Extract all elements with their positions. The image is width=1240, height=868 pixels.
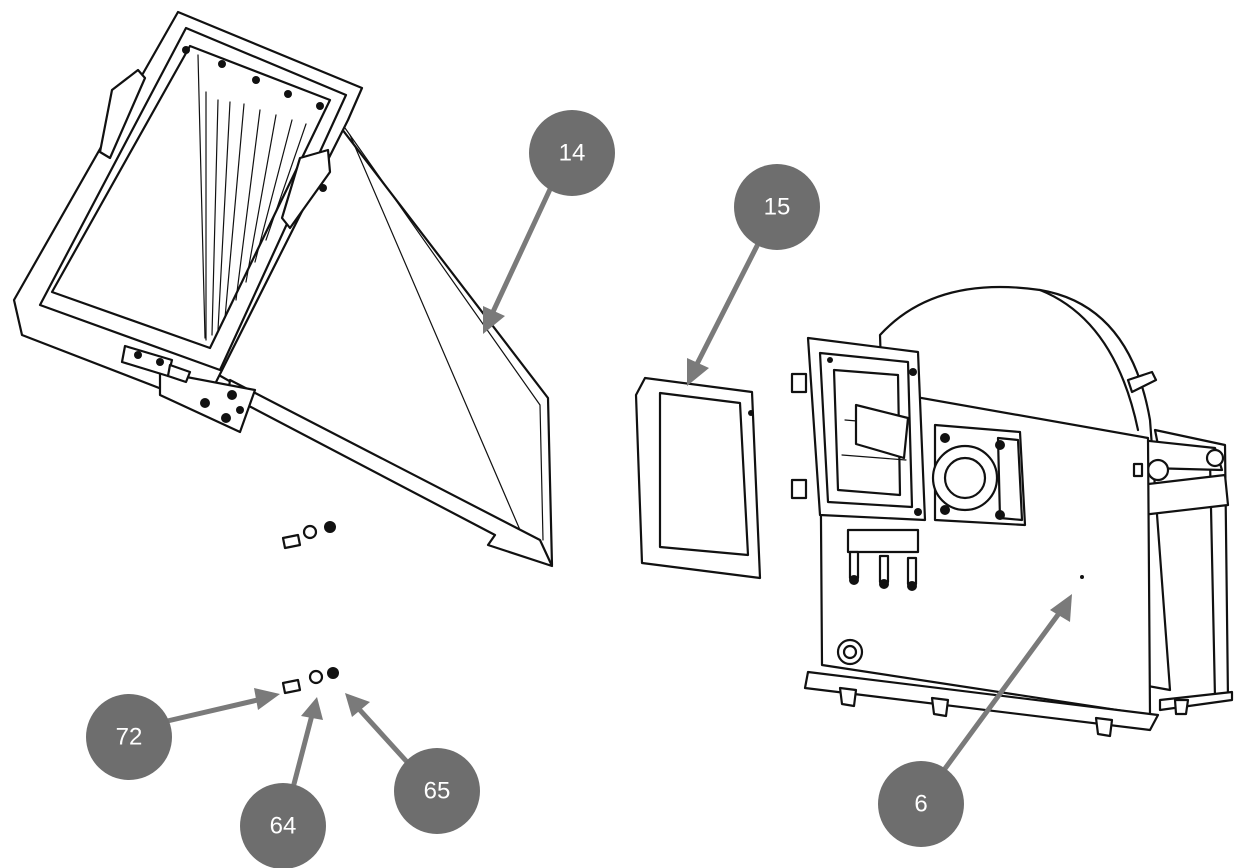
hopper-chute-part: [12, 10, 554, 568]
callout-label-64: 64: [270, 813, 297, 840]
callout-14: 14: [483, 110, 615, 334]
lower-hardware-set: [281, 667, 339, 695]
nut-65-part: [327, 667, 339, 679]
callout-6: 6: [878, 594, 1072, 847]
callout-72: 72: [86, 688, 280, 780]
upper-hardware-set: [281, 521, 336, 550]
callout-label-65: 65: [424, 778, 451, 805]
callout-64: 64: [240, 697, 326, 868]
bolt-72-part: [281, 678, 302, 695]
washer-64-part: [308, 669, 324, 685]
callout-label-14: 14: [559, 140, 586, 167]
callout-label-72: 72: [116, 724, 143, 751]
housing-assembly-part: [790, 285, 1234, 738]
callout-label-15: 15: [764, 194, 791, 221]
gasket-part: [634, 376, 762, 580]
callout-65: 65: [345, 693, 480, 834]
callout-label-6: 6: [914, 791, 927, 818]
callout-15: 15: [687, 164, 820, 386]
